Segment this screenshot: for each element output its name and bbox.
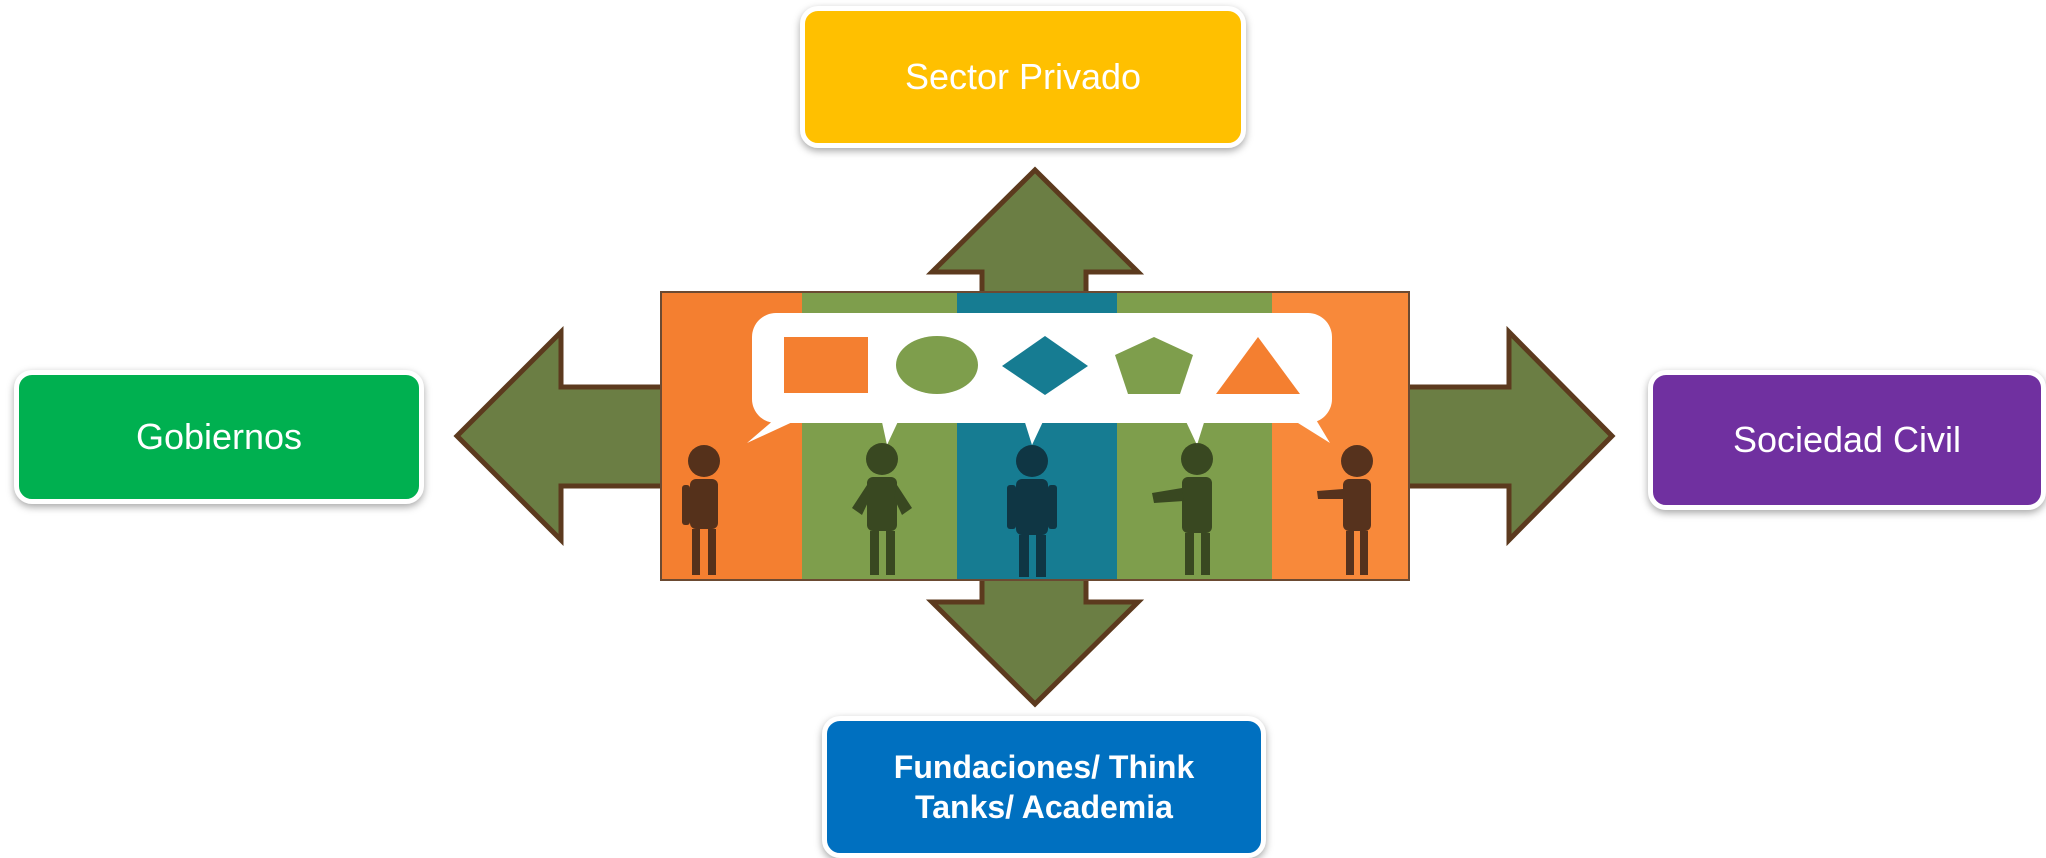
person-icon-3 [1007, 445, 1057, 577]
fundaciones-label-line1: Fundaciones/ Think [893, 749, 1195, 785]
gobiernos-box: Gobiernos [14, 370, 424, 504]
sector-privado-label: Sector Privado [904, 56, 1142, 97]
fundaciones-label-line2: Tanks/ Academia [915, 789, 1173, 825]
fundaciones-label: Fundaciones/ Think Tanks/ Academia [894, 747, 1194, 827]
arrow-down [925, 572, 1145, 708]
arrow-left [453, 325, 673, 547]
arrow-right [1397, 325, 1616, 547]
diamond-shape-icon [1002, 336, 1088, 395]
arrow-up [925, 166, 1145, 303]
ellipse-shape-icon [896, 336, 978, 394]
people-conversation-image [662, 293, 1408, 579]
fundaciones-box: Fundaciones/ Think Tanks/ Academia [822, 716, 1266, 858]
sociedad-civil-label: Sociedad Civil [1732, 419, 1962, 460]
triangle-shape-icon [1216, 337, 1300, 394]
gobiernos-label: Gobiernos [135, 416, 303, 457]
sociedad-civil-box: Sociedad Civil [1648, 370, 2046, 510]
central-illustration [660, 291, 1410, 581]
pentagon-shape-icon [1115, 337, 1193, 394]
person-icon-5 [1317, 445, 1373, 575]
person-icon-1 [682, 445, 720, 575]
person-icon-4 [1152, 443, 1213, 575]
person-icon-2 [852, 443, 912, 575]
square-shape-icon [784, 337, 868, 393]
sector-privado-box: Sector Privado [800, 6, 1246, 148]
